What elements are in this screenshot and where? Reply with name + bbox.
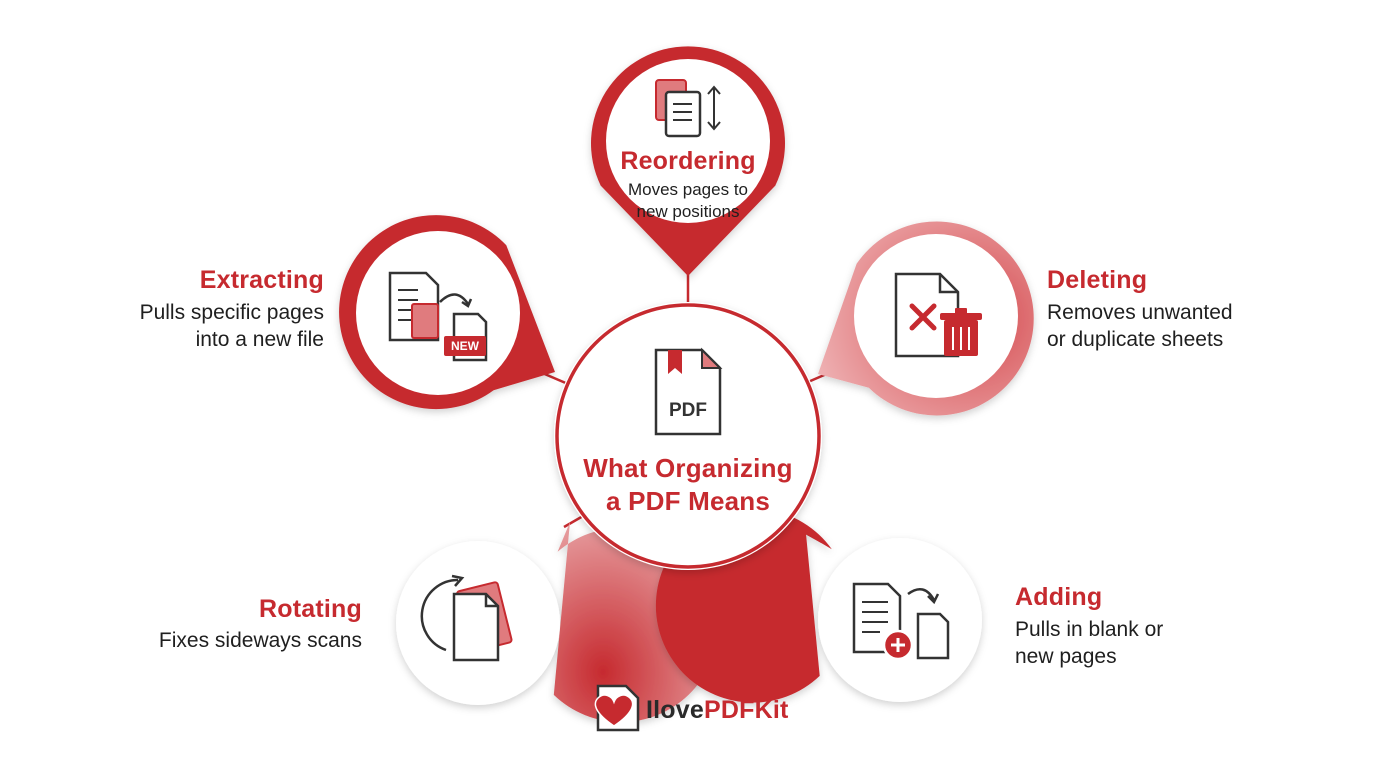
adding-desc-line2: new pages (1015, 645, 1117, 668)
deleting-title: Deleting (1047, 266, 1148, 294)
rotating-desc: Fixes sideways scans (158, 629, 362, 652)
extracting-desc-line2: into a new file (195, 328, 324, 351)
adding-desc-line1: Pulls in blank or (1015, 618, 1164, 641)
reorder-pages-icon (655, 79, 721, 138)
center-title-line1: What Organizing (583, 453, 793, 483)
add-page-icon (852, 582, 950, 661)
center-title-line2: a PDF Means (605, 486, 771, 516)
adding-title: Adding (1015, 583, 1103, 611)
center-node (554, 302, 822, 570)
heart-pdf-logo-icon (594, 684, 640, 732)
pdf-icon-label: PDF (669, 400, 707, 421)
brand-logo-part1: Ilove (646, 696, 704, 724)
reordering-title: Reordering (620, 147, 756, 175)
node-extracting (339, 215, 555, 410)
node-reordering (591, 46, 785, 277)
new-badge: NEW (451, 339, 480, 353)
rotating-title: Rotating (259, 595, 362, 623)
rotate-page-icon (420, 574, 513, 662)
delete-page-icon (894, 272, 982, 358)
reordering-desc-line1: Moves pages to (627, 180, 748, 199)
deleting-desc-line2: or duplicate sheets (1047, 328, 1224, 351)
pdf-file-icon: PDF (654, 347, 723, 436)
deleting-desc-line1: Removes unwanted (1047, 301, 1233, 324)
brand-logo: IlovePDFKit (646, 695, 846, 725)
brand-logo-part2: PDFKit (703, 696, 789, 724)
extracting-title: Extracting (199, 266, 324, 294)
extract-pages-icon: NEW (388, 271, 488, 362)
reordering-desc-line2: new positions (636, 202, 740, 221)
extracting-desc-line1: Pulls specific pages (139, 301, 324, 324)
